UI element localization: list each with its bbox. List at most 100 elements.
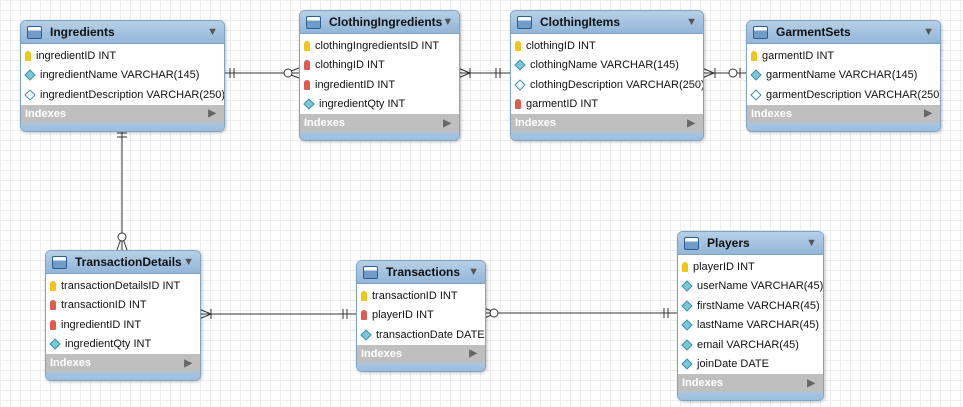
column-label: ingredientDescription VARCHAR(250) xyxy=(40,88,225,101)
column-row[interactable]: transactionID INT xyxy=(357,286,485,306)
collapse-arrow-icon[interactable]: ▼ xyxy=(806,237,817,249)
primary-key-icon xyxy=(682,261,688,272)
indexes-label: Indexes xyxy=(50,357,91,369)
table-icon xyxy=(517,15,532,29)
nullable-diamond-icon xyxy=(750,89,762,101)
table-title: TransactionDetails xyxy=(75,255,182,269)
indexes-bar[interactable]: Indexes▶ xyxy=(678,374,823,392)
column-row[interactable]: ingredientQty INT xyxy=(300,95,459,115)
column-diamond-icon xyxy=(681,319,693,331)
column-row[interactable]: ingredientID INT xyxy=(300,75,459,95)
column-row[interactable]: playerID INT xyxy=(357,306,485,326)
indexes-bar[interactable]: Indexes▶ xyxy=(300,114,459,132)
table-clothingitems[interactable]: ClothingItems▼clothingID INT clothingName… xyxy=(510,10,704,141)
collapse-arrow-icon[interactable]: ▼ xyxy=(686,16,697,28)
column-row[interactable]: joinDate DATE xyxy=(678,355,823,375)
column-row[interactable]: clothingDescription VARCHAR(250) xyxy=(511,75,703,95)
rel-transactions-players xyxy=(483,307,677,319)
column-label: email VARCHAR(45) xyxy=(697,338,799,351)
expand-indexes-icon[interactable]: ▶ xyxy=(443,117,451,129)
expand-indexes-icon[interactable]: ▶ xyxy=(807,377,815,389)
table-icon xyxy=(52,255,67,269)
table-footer xyxy=(678,392,823,400)
column-row[interactable]: transactionDetailsID INT xyxy=(46,276,200,296)
nullable-diamond-icon xyxy=(514,79,526,91)
table-header[interactable]: GarmentSets ▼ xyxy=(747,21,940,44)
column-row[interactable]: userName VARCHAR(45) xyxy=(678,277,823,297)
foreign-key-icon xyxy=(361,310,367,321)
expand-indexes-icon[interactable]: ▶ xyxy=(208,108,216,119)
column-label: ingredientName VARCHAR(145) xyxy=(40,69,200,82)
table-title: Ingredients xyxy=(50,25,115,39)
collapse-arrow-icon[interactable]: ▼ xyxy=(183,256,194,268)
column-label: clothingName VARCHAR(145) xyxy=(530,59,679,72)
table-header[interactable]: ClothingItems▼ xyxy=(511,11,703,34)
column-row[interactable]: clothingName VARCHAR(145) xyxy=(511,56,703,76)
table-title: Players xyxy=(707,236,750,250)
column-row[interactable]: lastName VARCHAR(45) xyxy=(678,316,823,336)
column-row[interactable]: playerID INT xyxy=(678,257,823,277)
indexes-bar[interactable]: Indexes▶ xyxy=(21,104,224,123)
indexes-label: Indexes xyxy=(515,117,556,129)
table-icon xyxy=(27,25,42,39)
column-label: ingredientQty INT xyxy=(319,98,406,111)
table-header[interactable]: TransactionDetails▼ xyxy=(46,251,200,274)
column-diamond-icon xyxy=(750,69,762,81)
table-transactiondetails[interactable]: TransactionDetails▼transactionDetailsID … xyxy=(45,250,201,381)
collapse-arrow-icon[interactable]: ▼ xyxy=(442,16,454,28)
column-row[interactable]: garmentID INT xyxy=(747,46,940,66)
column-row[interactable]: clothingIngredientsID INT xyxy=(300,36,459,56)
collapse-arrow-icon[interactable]: ▼ xyxy=(468,266,479,278)
column-diamond-icon xyxy=(681,358,693,370)
indexes-bar[interactable]: Indexes ▶ xyxy=(46,354,200,372)
column-diamond-icon xyxy=(514,59,526,71)
table-ingredients[interactable]: Ingredients ▼ ingredientID INT ingredientNa… xyxy=(20,20,225,132)
table-title: GarmentSets xyxy=(776,25,851,39)
expand-indexes-icon[interactable]: ▶ xyxy=(184,357,192,369)
expand-indexes-icon[interactable]: ▶ xyxy=(469,348,477,359)
indexes-bar[interactable]: Indexes▶ xyxy=(747,104,940,123)
column-row[interactable]: firstName VARCHAR(45) xyxy=(678,296,823,316)
table-title: Transactions xyxy=(386,265,461,279)
table-title: ClothingIngredients xyxy=(329,15,443,29)
table-footer xyxy=(357,362,485,371)
column-row[interactable]: ingredientName VARCHAR(145) xyxy=(21,66,224,86)
table-footer xyxy=(21,122,224,131)
column-row[interactable]: clothingID INT xyxy=(300,56,459,76)
column-label: firstName VARCHAR(45) xyxy=(697,299,820,312)
table-clothingingredients[interactable]: ClothingIngredients▼clothingIngredientsI… xyxy=(299,10,460,141)
expand-indexes-icon[interactable]: ▶ xyxy=(924,108,932,119)
table-header[interactable]: Transactions ▼ xyxy=(357,261,485,284)
column-row[interactable]: ingredientQty INT xyxy=(46,335,200,355)
column-diamond-icon xyxy=(360,329,372,341)
table-header[interactable]: ClothingIngredients▼ xyxy=(300,11,459,34)
column-row[interactable]: email VARCHAR(45) xyxy=(678,335,823,355)
column-label: transactionDate DATE xyxy=(376,328,485,341)
table-header[interactable]: Players ▼ xyxy=(678,232,823,255)
column-diamond-icon xyxy=(24,69,36,81)
column-row[interactable]: ingredientID INT xyxy=(46,315,200,335)
nullable-diamond-icon xyxy=(24,89,36,101)
column-row[interactable]: ingredientID INT xyxy=(21,46,224,66)
rel-transactiondetails-transactions xyxy=(198,308,356,320)
column-row[interactable]: garmentDescription VARCHAR(250) xyxy=(747,85,940,105)
column-row[interactable]: transactionDate DATE xyxy=(357,325,485,345)
column-row[interactable]: ingredientDescription VARCHAR(250) xyxy=(21,85,224,105)
indexes-bar[interactable]: Indexes ▶ xyxy=(511,114,703,132)
collapse-arrow-icon[interactable]: ▼ xyxy=(207,26,218,38)
indexes-bar[interactable]: Indexes▶ xyxy=(357,344,485,363)
table-footer xyxy=(747,122,940,131)
column-row[interactable]: garmentID INT xyxy=(511,95,703,115)
table-header[interactable]: Ingredients ▼ xyxy=(21,21,224,44)
column-row[interactable]: transactionID INT xyxy=(46,296,200,316)
table-footer xyxy=(46,372,200,380)
column-row[interactable]: garmentName VARCHAR(145) xyxy=(747,66,940,86)
foreign-key-icon xyxy=(304,79,310,90)
collapse-arrow-icon[interactable]: ▼ xyxy=(923,26,934,38)
expand-indexes-icon[interactable]: ▶ xyxy=(687,117,695,129)
column-row[interactable]: clothingID INT xyxy=(511,36,703,56)
